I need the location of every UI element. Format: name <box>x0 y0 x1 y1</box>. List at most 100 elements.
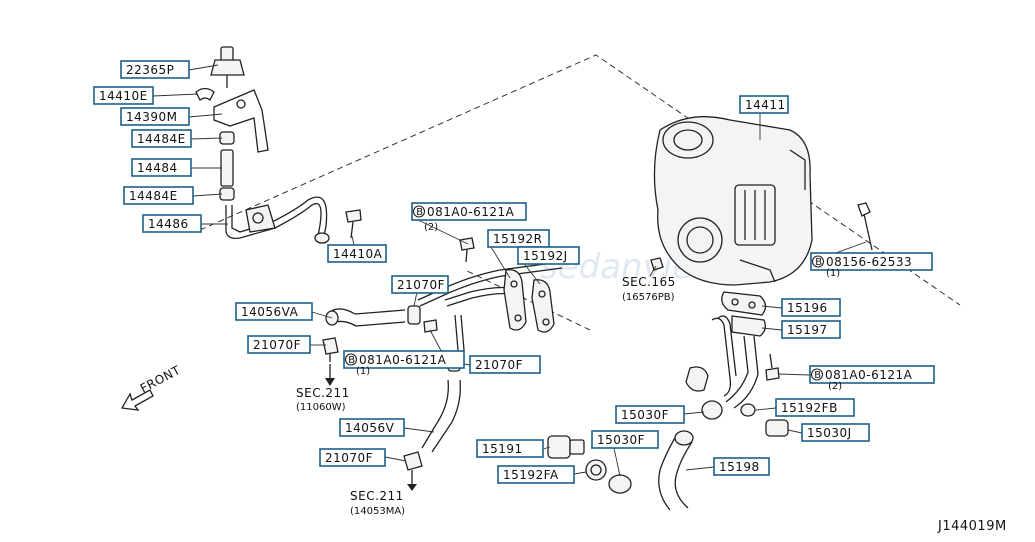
part-label-layer: 22365P 14410E 14390M 14484E 14484 14484E 14486… <box>93 60 935 484</box>
bolt-circle-b-icon <box>811 255 825 268</box>
qty-08156: (1) <box>826 268 840 279</box>
bolt-circle-b-glyph: B <box>815 257 822 268</box>
bolt-circle-b-glyph: B <box>814 370 821 381</box>
part-label-box <box>339 418 405 437</box>
part-label-15030f-b[interactable]: 15030F <box>591 430 659 449</box>
part-label-box <box>810 252 933 271</box>
turbocharger <box>653 116 813 286</box>
bolt-circle-b-glyph: B <box>416 207 423 218</box>
bolt-circle-b-icon <box>412 205 426 218</box>
part-label-21070f-d[interactable]: 21070F <box>319 448 386 467</box>
part-number-text: 15192FA <box>503 468 559 482</box>
part-label-15030j[interactable]: 15030J <box>801 423 870 442</box>
part-label-15192fa[interactable]: 15192FA <box>497 465 575 484</box>
part-label-box <box>131 158 192 177</box>
bolt-14410A <box>345 209 362 239</box>
part-number-text: 21070F <box>397 278 445 292</box>
part-label-15196[interactable]: 15196 <box>781 298 841 317</box>
part-label-box <box>476 439 544 458</box>
part-label-box <box>781 320 841 339</box>
part-label-box <box>713 457 770 476</box>
part-number-text: 15030F <box>621 408 669 422</box>
part-label-box <box>517 246 580 265</box>
part-number-text: 15030F <box>597 433 645 447</box>
part-number-text: 15197 <box>787 323 828 337</box>
part-number-text: 14056VA <box>241 305 299 319</box>
part-label-box <box>809 365 935 384</box>
part-label-14410a[interactable]: 14410A <box>327 244 387 263</box>
part-label-14484e-bot[interactable]: 14484E <box>123 186 194 205</box>
part-label-15192fb[interactable]: 15192FB <box>775 398 855 417</box>
part-label-14486[interactable]: 14486 <box>142 214 202 233</box>
part-number-text: 14484E <box>137 132 186 146</box>
part-label-15198[interactable]: 15198 <box>713 457 770 476</box>
part-number-text: 15196 <box>787 301 828 315</box>
diagram-id: J144019M <box>937 519 1007 534</box>
part-label-14410e[interactable]: 14410E <box>93 86 154 105</box>
part-number-text: 15192FB <box>781 401 838 415</box>
part-label-14411[interactable]: 14411 <box>739 95 789 114</box>
part-label-box <box>497 465 575 484</box>
nut-sec165 <box>650 257 664 271</box>
part-label-box <box>120 60 190 79</box>
part-label-box <box>391 275 449 294</box>
part-label-box <box>801 423 870 442</box>
gasket-15196 <box>721 291 767 316</box>
bolt-08156 <box>857 202 873 251</box>
part-number-text: 14484E <box>129 189 178 203</box>
part-number-text: 14056V <box>345 421 395 435</box>
part-label-14484[interactable]: 14484 <box>131 158 192 177</box>
part-label-21070f-a[interactable]: 21070F <box>391 275 449 294</box>
front-arrow-icon <box>120 389 154 411</box>
part-label-14056v[interactable]: 14056V <box>339 418 405 437</box>
part-label-box <box>120 107 190 126</box>
part-label-box <box>123 186 194 205</box>
part-label-15192j[interactable]: 15192J <box>517 246 580 265</box>
gasket-15192FB <box>740 403 756 417</box>
flange-15197 <box>685 315 766 397</box>
section-ref-sec165: SEC.165 <box>622 275 676 289</box>
part-number-text: 21070F <box>325 451 373 465</box>
sensor-22365P <box>210 46 245 88</box>
gasket-15192FA <box>585 459 607 481</box>
tube-14486 <box>225 196 330 244</box>
part-label-21070f-b[interactable]: 21070F <box>247 335 311 354</box>
qty-081A0-top: (2) <box>424 222 438 233</box>
qty-081A0-mid: (1) <box>356 366 370 377</box>
part-label-14056va[interactable]: 14056VA <box>235 302 313 321</box>
oil-return-pipe <box>725 335 759 409</box>
part-number-text: 21070F <box>475 358 523 372</box>
clamp-21070F-b <box>322 337 339 362</box>
section-ref-sec165-sub: (16576PB) <box>622 292 675 303</box>
part-label-14390m[interactable]: 14390M <box>120 107 190 126</box>
part-label-15030f-a[interactable]: 15030F <box>615 405 685 424</box>
gasket-15192J <box>531 279 555 333</box>
part-label-box <box>781 298 841 317</box>
part-label-15197[interactable]: 15197 <box>781 320 841 339</box>
part-label-box <box>327 244 387 263</box>
section-ref-sec211-a: SEC.211 <box>296 386 350 400</box>
part-label-box <box>469 355 541 374</box>
part-label-box <box>739 95 789 114</box>
part-label-14484e-top[interactable]: 14484E <box>131 129 192 148</box>
part-label-15191[interactable]: 15191 <box>476 439 544 458</box>
part-label-box <box>247 335 311 354</box>
clamp-15030F-b <box>608 474 632 494</box>
part-label-box <box>319 448 386 467</box>
part-number-text: 14410E <box>99 89 148 103</box>
part-label-box <box>131 129 192 148</box>
hose-14056V <box>421 379 461 453</box>
part-label-box <box>615 405 685 424</box>
part-label-box <box>591 430 659 449</box>
hose-14056VA <box>325 308 406 327</box>
assembly-boundary <box>199 54 961 331</box>
part-label-22365p[interactable]: 22365P <box>120 60 190 79</box>
part-label-15192r[interactable]: 15192R <box>487 229 550 248</box>
part-label-21070f-c[interactable]: 21070F <box>469 355 541 374</box>
part-number-text: 081A0-6121A <box>825 368 913 382</box>
part-label-081a0-right[interactable]: B 081A0-6121A <box>809 365 935 384</box>
